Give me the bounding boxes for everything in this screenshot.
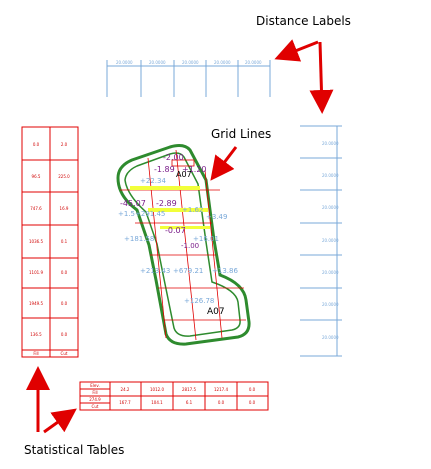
top-ruler-label: 20.0000	[245, 60, 262, 65]
table-cell: 6.1	[186, 400, 193, 405]
table-cell: 1036.5	[29, 239, 43, 244]
table-cell: 24.2	[121, 387, 130, 392]
grid-lines-callout: Grid Lines	[211, 127, 272, 141]
map-label: +1.62	[182, 206, 203, 214]
top-ruler-label: 20.0000	[116, 60, 133, 65]
map-label: -2.89	[156, 199, 177, 208]
table-cell: 0.0	[249, 400, 256, 405]
table-cell: 0.1	[61, 239, 68, 244]
table-cell: 104.1	[151, 400, 163, 405]
table-cell: Fill	[92, 390, 97, 395]
right-ruler-label: 20.0000	[322, 173, 339, 178]
table-cell: 2.0	[61, 142, 68, 147]
map-label: +126.78	[184, 297, 214, 305]
top-ruler-label: 20.0000	[214, 60, 231, 65]
table-cell: 0.0	[218, 400, 225, 405]
left-statistics-table: 0.0 2.0 96.5 225.0 747.6 16.9 1036.5 0.1…	[21, 126, 79, 358]
table-cell: 0.0	[61, 332, 68, 337]
top-ruler-label: 20.0000	[182, 60, 199, 65]
table-cell: 167.7	[119, 400, 131, 405]
right-ruler-label: 20.0000	[322, 270, 339, 275]
map-label: +213.43	[140, 267, 170, 275]
right-ruler-label: 20.0000	[322, 205, 339, 210]
callout-arrows	[26, 39, 334, 434]
map-label: +1.20	[182, 165, 207, 174]
map-label: -1.00	[181, 242, 199, 250]
map-label: -1.89	[154, 165, 175, 174]
table-cell: 0.0	[33, 142, 40, 147]
table-footer-cell: Fill	[33, 351, 38, 356]
right-distance-ruler: 20.0000 20.0000 20.0000 20.0000 20.0000 …	[300, 125, 342, 357]
table-cell: Elev.	[90, 383, 99, 388]
distance-labels-callout: Distance Labels	[256, 14, 351, 28]
statistical-tables-callout: Statistical Tables	[24, 443, 125, 457]
map-label: A07	[176, 170, 192, 179]
table-cell: 136.5	[30, 332, 42, 337]
map-label: +181.58	[124, 235, 154, 243]
map-label: -0.07	[165, 226, 186, 235]
right-ruler-label: 20.0000	[322, 302, 339, 307]
table-cell: 0.0	[249, 387, 256, 392]
table-footer-cell: Cut	[61, 351, 68, 356]
table-cell: 1101.9	[29, 270, 43, 275]
table-cell: 274.9	[89, 397, 101, 402]
table-cell: 0.0	[61, 270, 68, 275]
table-cell: 0.0	[61, 301, 68, 306]
table-cell: 747.6	[30, 206, 42, 211]
table-cell: 1012.0	[150, 387, 164, 392]
map-label: A07	[207, 307, 225, 317]
map-label: +679.21	[173, 267, 203, 275]
bottom-statistics-table: Elev. 24.2 1012.0 2817.5 1217.4 0.0 Fill…	[79, 381, 269, 411]
right-ruler-label: 20.0000	[322, 335, 339, 340]
top-ruler-label: 20.0000	[149, 60, 166, 65]
map-label: -2.00	[163, 153, 184, 162]
map-label: +13.86	[212, 267, 238, 275]
table-cell: 1949.5	[29, 301, 43, 306]
table-cell: 16.9	[60, 206, 69, 211]
table-cell: Cut	[92, 404, 99, 409]
right-ruler-label: 20.0000	[322, 141, 339, 146]
table-cell: 1217.4	[214, 387, 228, 392]
map-label: +22.34	[140, 177, 166, 185]
table-cell: 225.0	[58, 174, 70, 179]
right-ruler-label: 20.0000	[322, 238, 339, 243]
parcel-outline: -2.00 -1.89 -45.07 -2.89 -0.07 -1.00 +1.…	[116, 144, 251, 346]
map-label: +16.01	[193, 235, 219, 243]
table-cell: 96.5	[32, 174, 41, 179]
table-cell: 2817.5	[182, 387, 196, 392]
map-label: +3.49	[206, 213, 227, 221]
top-distance-ruler: 20.0000 20.0000 20.0000 20.0000 20.0000	[106, 60, 271, 97]
map-label: +1.5+291.45	[118, 210, 165, 218]
map-label: -45.07	[120, 199, 146, 208]
